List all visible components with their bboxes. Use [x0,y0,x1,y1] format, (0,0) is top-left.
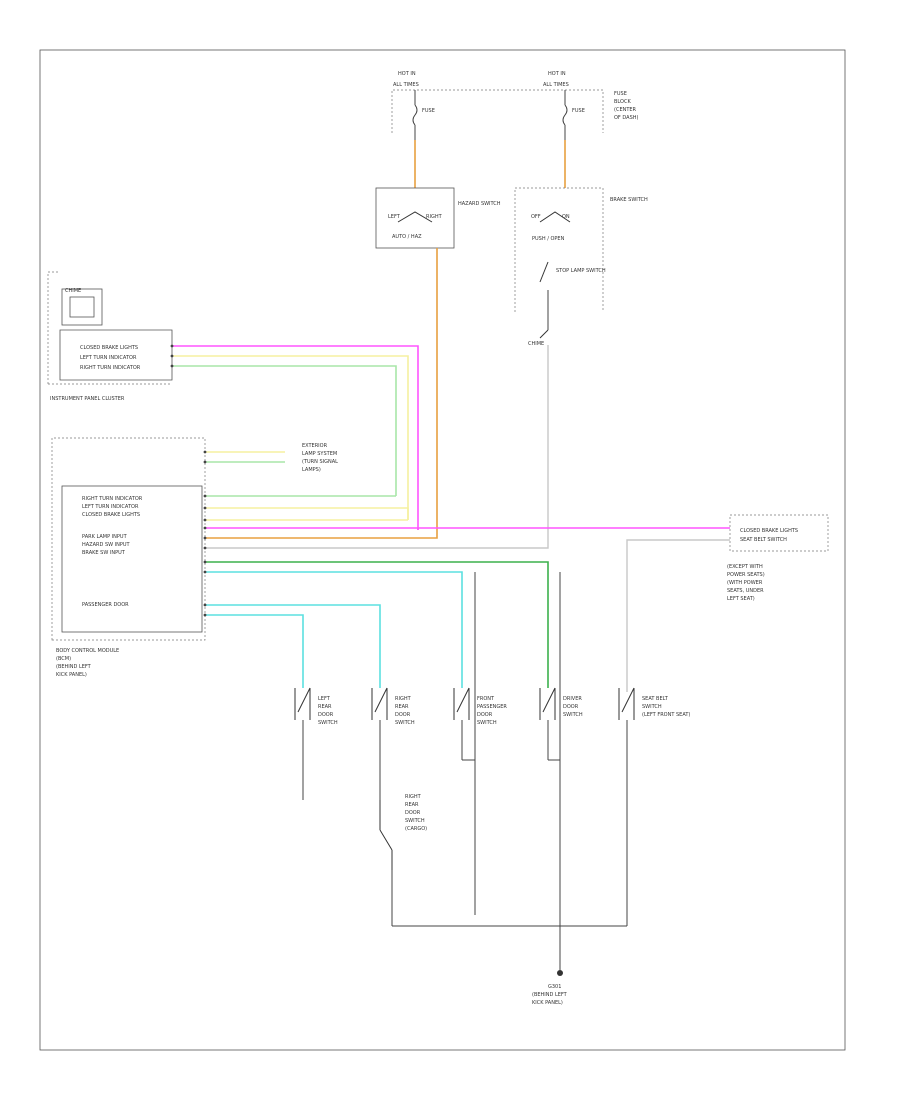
diagram-frame [39,49,846,1051]
door-switches: LEFT REAR DOOR SWITCH RIGHT REAR DOOR SW… [294,687,690,926]
right-box-row-2: SEAT BELT SWITCH [740,537,787,543]
brake-pos-off: OFF [531,214,541,220]
fuse-label-1: FUSE [422,108,435,114]
ext-lamp-2: LAMP SYSTEM [302,451,337,457]
door-sw-dr-3: SWITCH [563,712,583,718]
ground-g301: G301 (BEHIND LEFT KICK PANEL) [532,970,568,1006]
fuse-symbol-1 [412,104,418,126]
brake-sub: PUSH / OPEN [532,236,565,242]
right-note-5: LEFT SEAT) [727,596,755,602]
fuse-bus-bracket [391,89,604,133]
bcm-title-3: (BEHIND LEFT [56,664,92,670]
door-sw-dr-2: DOOR [563,704,579,710]
fuse-symbol-2 [562,104,568,126]
fuse-block-note-1: FUSE [614,91,627,97]
door-sw-lr-4: SWITCH [318,720,338,726]
cluster-row-left-turn: LEFT TURN INDICATOR [80,355,137,361]
rear-note-2: REAR [405,802,419,808]
right-note-1: (EXCEPT WITH [727,564,763,570]
chime-label: CHIME [528,341,544,347]
hot-sub-2: ALL TIMES [543,82,569,88]
right-note-2: POWER SEATS) [727,572,765,578]
hot-label-2: HOT IN [548,71,566,77]
hot-sub-1: ALL TIMES [393,82,419,88]
wire-cyan-passenger [205,571,463,688]
door-sw-sb-1: SEAT BELT [642,696,669,702]
rear-cargo-switch: RIGHT REAR DOOR SWITCH (CARGO) [379,794,427,926]
bcm-row-brake: CLOSED BRAKE LIGHTS [82,512,140,518]
door-sw-lr-3: DOOR [318,712,334,718]
rear-note-4: SWITCH [405,818,425,824]
ext-lamp-3: (TURN SIGNAL [302,459,338,465]
bcm-row-left-turn: LEFT TURN INDICATOR [82,504,139,510]
door-sw-fp-2: PASSENGER [477,704,507,710]
ground-label-3: KICK PANEL) [532,1000,563,1006]
wire-pink-cluster [172,345,419,530]
rear-note-1: RIGHT [405,794,422,800]
ground-label-1: G301 [548,984,561,990]
bcm-title-1: BODY CONTROL MODULE [56,648,119,654]
door-sw-sb-2: SWITCH [642,704,662,710]
wire-green-cluster [172,365,397,496]
body-control-module: RIGHT TURN INDICATOR LEFT TURN INDICATOR… [51,437,206,678]
ground-label-2: (BEHIND LEFT [532,992,568,998]
bcm-title-4: KICK PANEL) [56,672,87,678]
wire-gray-brake [205,345,549,549]
right-box-row-1: CLOSED BRAKE LIGHTS [740,528,798,534]
hazard-switch: LEFT RIGHT AUTO / HAZ HAZARD SWITCH [375,187,501,249]
cluster-row-right-turn: RIGHT TURN INDICATOR [80,365,141,371]
door-sw-rr-1: RIGHT [395,696,412,702]
brake-switch-label: BRAKE SWITCH [610,197,648,203]
bcm-row-passenger-door: PASSENGER DOOR [82,602,129,608]
hazard-switch-label: HAZARD SWITCH [458,201,501,207]
seat-belt-box: CLOSED BRAKE LIGHTS SEAT BELT SWITCH (EX… [727,514,829,602]
wire-cyan-left-rear [205,614,304,688]
brake-pos-on: ON [562,214,570,220]
wire-orange-hazard [205,248,438,539]
door-sw-sb-3: (LEFT FRONT SEAT) [642,712,690,718]
cluster-row-brake: CLOSED BRAKE LIGHTS [80,345,138,351]
door-sw-rr-4: SWITCH [395,720,415,726]
instrument-cluster: CHIME CLOSED BRAKE LIGHTS LEFT TURN INDI… [47,271,173,402]
door-sw-fp-4: SWITCH [477,720,497,726]
rear-note-5: (CARGO) [405,826,427,832]
door-sw-lr-2: REAR [318,704,332,710]
ext-lamp-1: EXTERIOR [302,443,328,449]
bcm-title-2: (BCM) [56,656,71,662]
hazard-pos-left: LEFT [388,214,401,220]
door-sw-rr-2: REAR [395,704,409,710]
bcm-row-brake-sw: BRAKE SW INPUT [82,550,126,556]
hot-label-1: HOT IN [398,71,416,77]
bcm-connectors [170,344,207,617]
wire-cyan-right-rear [205,604,381,688]
fuse-block-note-4: OF DASH) [614,115,639,121]
door-sw-fp-1: FRONT [477,696,495,702]
fuse-area: HOT IN ALL TIMES HOT IN ALL TIMES FUSE B… [391,71,639,140]
hazard-pos-right: RIGHT [426,214,443,220]
wire-yellow-cluster [172,355,409,520]
door-sw-fp-3: DOOR [477,712,493,718]
ext-lamp-4: LAMPS) [302,467,321,473]
fuse-block-note-2: BLOCK [614,99,631,105]
bcm-row-hazard: HAZARD SW INPUT [82,542,131,548]
stop-lamp-switch-label: STOP LAMP SWITCH [556,268,606,274]
rear-note-3: DOOR [405,810,421,816]
door-sw-rr-3: DOOR [395,712,411,718]
fuse-label-2: FUSE [572,108,585,114]
bcm-row-park: PARK LAMP INPUT [82,534,128,540]
fuse-block-note-3: (CENTER [614,107,637,113]
bcm-row-right-turn: RIGHT TURN INDICATOR [82,496,143,502]
door-sw-dr-1: DRIVER [563,696,582,702]
cluster-title: INSTRUMENT PANEL CLUSTER [50,396,125,402]
exterior-lamp-system: EXTERIOR LAMP SYSTEM (TURN SIGNAL LAMPS) [302,443,338,473]
door-sw-lr-1: LEFT [318,696,331,702]
hazard-sub: AUTO / HAZ [392,234,422,240]
wire-green-driver [205,561,549,688]
cluster-chime-label: CHIME [65,288,81,294]
right-note-3: (WITH POWER [727,580,763,586]
right-note-4: SEATS, UNDER [727,588,764,594]
brake-switch: OFF ON PUSH / OPEN BRAKE SWITCH STOP LAM… [514,187,648,347]
